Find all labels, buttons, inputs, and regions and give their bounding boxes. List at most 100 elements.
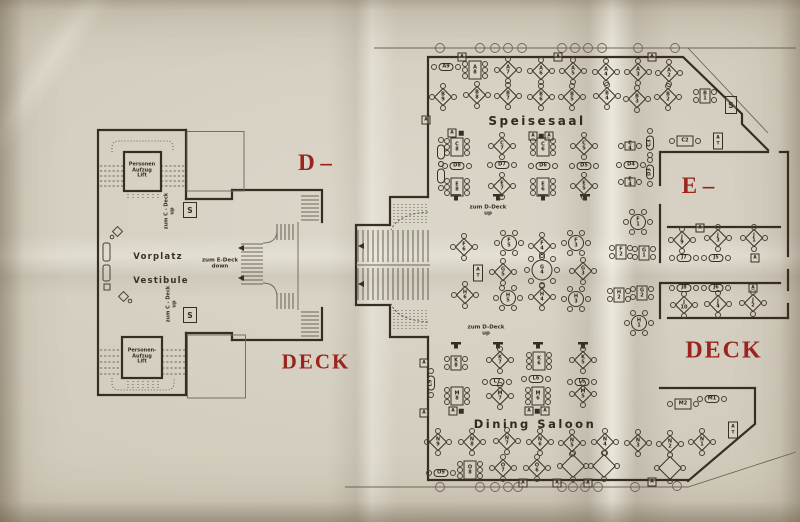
chair — [511, 305, 518, 312]
chair — [550, 278, 557, 285]
filled-square-marker — [538, 133, 544, 139]
wall-marker-a: A — [748, 283, 758, 293]
chair — [482, 67, 489, 74]
chair — [458, 439, 465, 446]
chair — [715, 290, 722, 297]
chair — [580, 380, 587, 387]
table-shape — [463, 460, 477, 480]
chair — [546, 358, 553, 365]
chair — [438, 161, 445, 168]
chair — [497, 404, 504, 411]
chair — [457, 473, 464, 480]
chair — [488, 143, 495, 150]
chair — [695, 138, 702, 145]
chair — [561, 296, 568, 303]
table-label: N 6 — [537, 436, 543, 447]
chair — [670, 302, 677, 309]
chair — [567, 250, 574, 257]
chair — [603, 58, 610, 65]
chair — [499, 154, 506, 161]
table-shape — [489, 378, 505, 386]
chair — [711, 89, 718, 96]
chair — [493, 295, 500, 302]
chair — [725, 285, 732, 292]
chair — [629, 209, 636, 216]
chair — [632, 254, 639, 261]
chair — [545, 376, 552, 383]
chair — [624, 69, 631, 76]
stair-note-to-c-deck-1: zum C - Deck up — [163, 193, 176, 229]
chair — [493, 438, 500, 445]
elevator-line: Lift — [137, 172, 147, 179]
table-shape — [636, 285, 648, 301]
chair — [538, 105, 545, 112]
table-label: J 3 — [716, 232, 720, 243]
stair-note-line: zum D-Deck — [469, 204, 507, 211]
table-shape — [646, 135, 654, 151]
table-label: A 8 — [473, 64, 477, 75]
table-label: D6 — [539, 162, 547, 169]
chair — [667, 430, 674, 437]
chair — [486, 357, 493, 364]
chair — [474, 103, 481, 110]
chair — [464, 138, 471, 145]
table-label: B 9 — [441, 91, 445, 102]
chair — [431, 64, 438, 71]
chair — [593, 93, 600, 100]
table-label: N 4 — [602, 436, 608, 447]
stair-note-line: up — [169, 207, 175, 215]
table-shape — [623, 161, 639, 169]
chair — [607, 288, 614, 295]
stair-note-to-d-deck-1: zum D-Deck up — [470, 205, 507, 218]
chair — [464, 190, 471, 197]
chair — [462, 73, 469, 80]
chair — [567, 306, 574, 313]
chair — [569, 268, 576, 275]
chair — [538, 57, 545, 64]
chair — [680, 465, 687, 472]
chair — [474, 81, 481, 88]
chair — [667, 452, 674, 459]
e-deck-title-letter: E – — [681, 173, 715, 198]
chair — [444, 138, 451, 145]
wall-marker-a: A — [647, 52, 657, 62]
chair — [569, 105, 576, 112]
chair — [549, 94, 556, 101]
chair — [569, 83, 576, 90]
table-label: J 1 — [752, 232, 756, 243]
chair — [477, 461, 484, 468]
chair — [428, 368, 435, 375]
table-label: F 4 — [540, 240, 544, 251]
chair — [693, 255, 700, 262]
chair — [699, 428, 706, 435]
chair — [505, 104, 512, 111]
chair — [526, 352, 533, 359]
chair — [428, 392, 435, 399]
chair — [630, 330, 637, 337]
table-label: B 3 — [635, 93, 639, 104]
table-label: O 7 — [500, 462, 506, 473]
table-label: M1 — [707, 395, 717, 402]
chair — [607, 296, 614, 303]
chair — [648, 320, 655, 327]
e-deck-stairs — [356, 204, 430, 330]
chair — [591, 379, 598, 386]
marker-letter: T — [476, 273, 480, 278]
chair — [466, 163, 473, 170]
marker-letter: A — [716, 135, 720, 141]
table-label: H 5 — [505, 292, 511, 303]
chair — [604, 82, 611, 89]
chair — [581, 172, 588, 179]
chair — [527, 94, 534, 101]
table-shape — [676, 254, 692, 262]
stair-note-to-e-deck: zum E-Deck down — [202, 258, 238, 271]
table-label: E 7 — [500, 180, 504, 191]
chair — [515, 438, 522, 445]
chair — [461, 255, 468, 262]
table-shape — [437, 144, 445, 160]
chair — [635, 451, 642, 458]
d-deck-title-letter: D – — [298, 150, 332, 175]
wall-marker-a: A — [421, 115, 431, 125]
